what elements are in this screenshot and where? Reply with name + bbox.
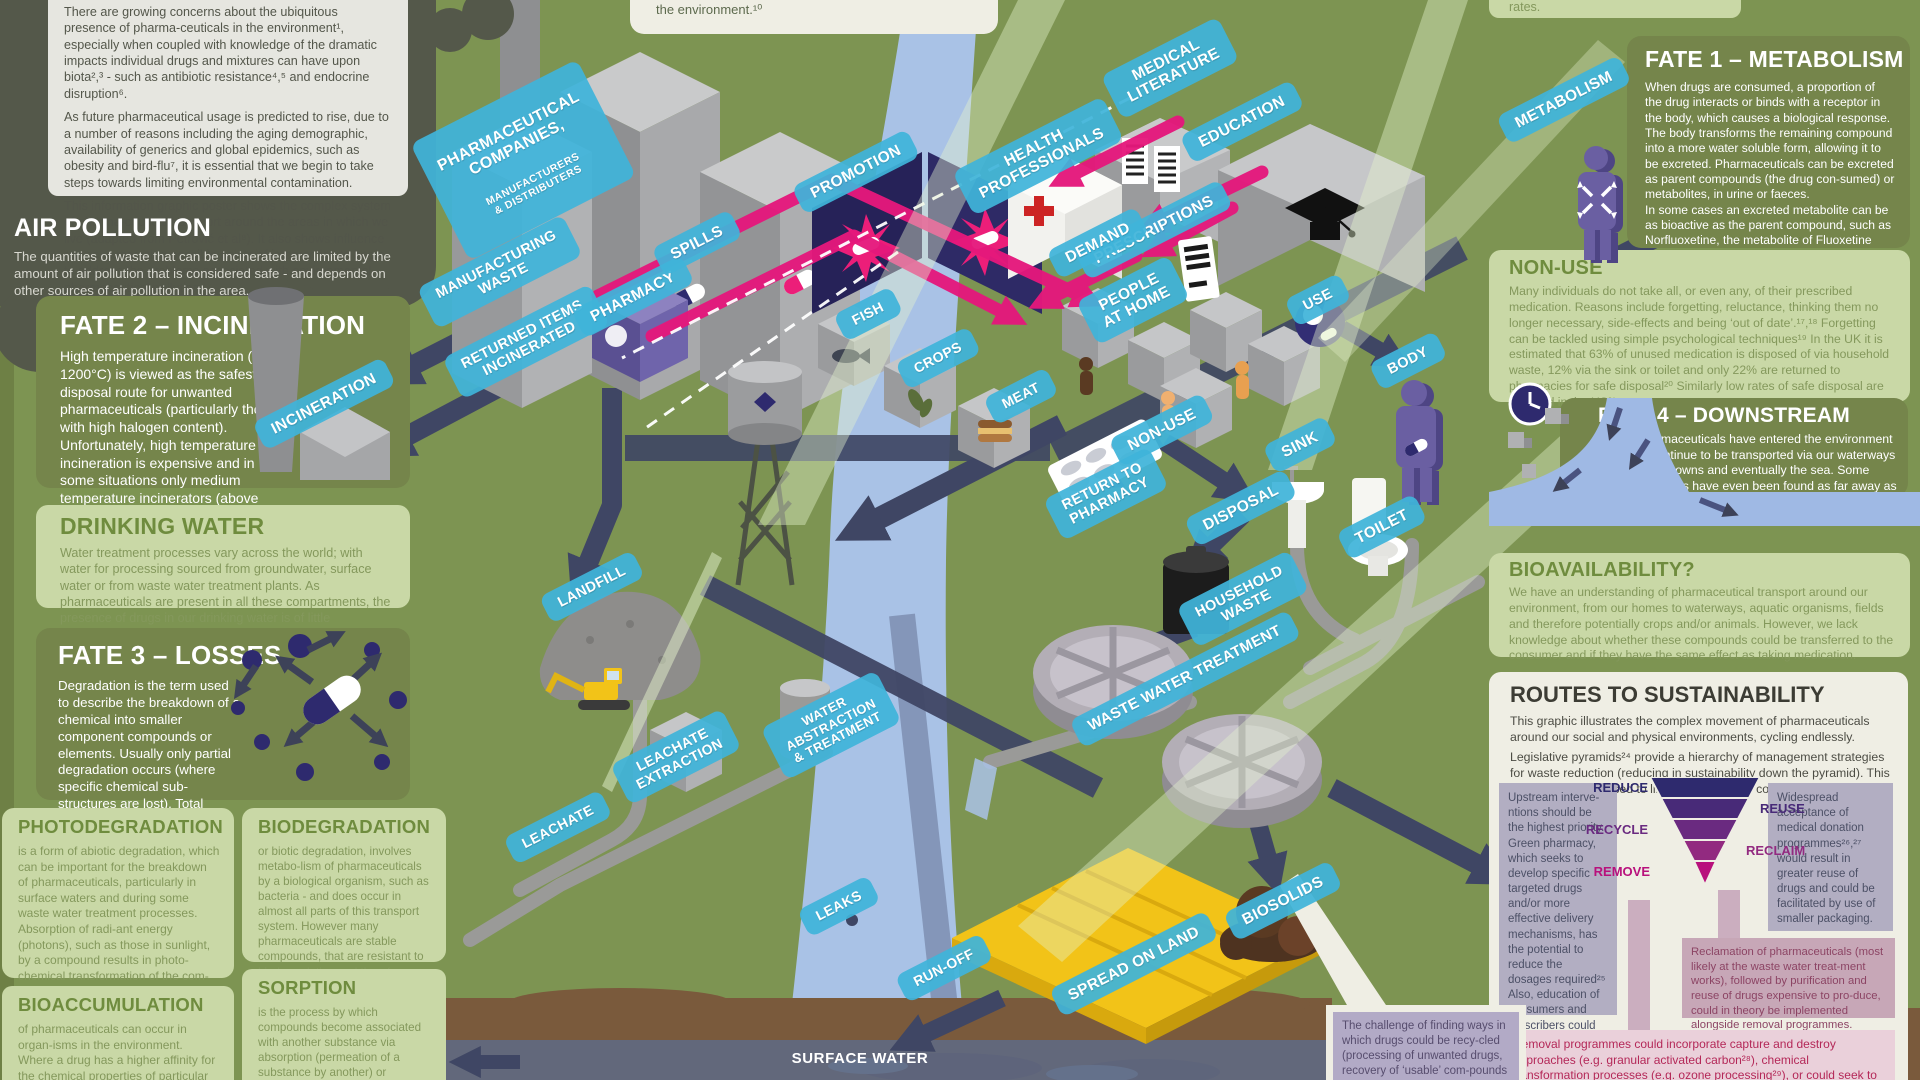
spread-field xyxy=(952,848,1322,1044)
intro-panel: There are growing concerns about the ubi… xyxy=(48,0,408,295)
fate4-body: Once pharmaceuticals have entered the en… xyxy=(1599,432,1897,509)
food-houses xyxy=(818,306,1030,468)
biodegradation-panel: BIODEGRADATION or biotic degradation, in… xyxy=(242,808,446,994)
sorption-title: SORPTION xyxy=(258,977,357,998)
top-right-fragment-text: rates. xyxy=(1509,0,1541,14)
fate3-title: FATE 3 – LOSSES xyxy=(58,640,282,670)
routes-widespread-box: Widespread acceptance of medical donatio… xyxy=(1768,783,1893,931)
routes-removal-box: Removal programmes could incorporate cap… xyxy=(1503,1030,1895,1080)
education-building xyxy=(1218,124,1425,292)
routes-upstream-box: Upstream interve-ntions should be the hi… xyxy=(1499,783,1617,1077)
top-right-fragment: rates. xyxy=(1489,0,1741,18)
sorption-body: is the process by which compounds become… xyxy=(258,1006,422,1080)
bioavailability-body: We have an understanding of pharmaceutic… xyxy=(1509,585,1894,663)
incinerator-smoke xyxy=(174,231,289,296)
photodegradation-panel: PHOTODEGRADATION is a form of abiotic de… xyxy=(2,808,234,998)
leaf-icon xyxy=(908,389,933,418)
surface-water-band xyxy=(440,1040,1332,1080)
top-center-fragment: the environment.¹⁰ xyxy=(630,0,998,34)
water-tower xyxy=(728,361,802,586)
routes-connector xyxy=(1718,890,1740,940)
fate1-title: FATE 1 – METABOLISM xyxy=(1645,46,1904,72)
biodegradation-title: BIODEGRADATION xyxy=(258,816,431,837)
air-pollution-body: The quantities of waste that can be inci… xyxy=(14,249,391,299)
intro-paragraph-2: As future pharmaceutical usage is predic… xyxy=(64,110,389,190)
fate1-panel: FATE 1 – METABOLISM When drugs are consu… xyxy=(1627,36,1910,263)
bioavailability-title: BIOAVAILABILITY? xyxy=(1509,559,1695,581)
bioaccumulation-title: BIOACCUMULATION xyxy=(18,994,204,1015)
non-use-panel: NON-USE Many individuals do not take all… xyxy=(1489,250,1910,409)
fate4-panel: FATE 4 – DOWNSTREAM Once pharmaceuticals… xyxy=(1560,398,1908,508)
routes-connector xyxy=(1628,900,1650,1030)
intro-paragraph-1: There are growing concerns about the ubi… xyxy=(64,5,377,101)
drinking-water-title: DRINKING WATER xyxy=(60,513,265,539)
routes-title: ROUTES TO SUSTAINABILITY xyxy=(1510,682,1825,707)
fate3-panel: FATE 3 – LOSSES Degradation is the term … xyxy=(36,628,410,896)
sorption-panel: SORPTION is the process by which compoun… xyxy=(242,969,446,1080)
bioavailability-panel: BIOAVAILABILITY? We have an understandin… xyxy=(1489,553,1910,662)
digger xyxy=(545,668,630,710)
fate4-title: FATE 4 – DOWNSTREAM xyxy=(1598,404,1850,427)
air-pollution-title: AIR POLLUTION xyxy=(14,214,212,242)
pipe-outflow xyxy=(965,758,997,820)
pyramid-label-reduce: REDUCE xyxy=(1593,780,1648,795)
drinking-water-panel: DRINKING WATER Water treatment processes… xyxy=(36,505,410,642)
bioaccumulation-body: of pharmaceuticals can occur in organ-is… xyxy=(18,1022,216,1080)
top-center-fragment-text: the environment.¹⁰ xyxy=(656,2,763,17)
routes-challenge-box: The challenge of finding ways in which d… xyxy=(1333,1012,1519,1080)
fate1-body: When drugs are consumed, a proportion of… xyxy=(1645,80,1895,263)
photodegradation-title: PHOTODEGRADATION xyxy=(18,816,223,837)
photodegradation-body: is a form of abiotic degradation, which … xyxy=(18,844,220,998)
intro-paragraph-3: This information graphic poster shows th… xyxy=(64,198,391,295)
body-figure xyxy=(1396,380,1443,505)
air-pollution-section: AIR POLLUTION The quantities of waste th… xyxy=(14,214,418,299)
routes-paragraph-1: This graphic illustrates the complex mov… xyxy=(1510,714,1870,744)
bioaccumulation-panel: BIOACCUMULATION of pharmaceuticals can o… xyxy=(2,986,234,1080)
non-use-title: NON-USE xyxy=(1509,257,1603,279)
pyramid-label-remove: REMOVE xyxy=(1593,864,1650,879)
pyramid-label-recycle: RECYCLE xyxy=(1585,822,1648,837)
non-use-body: Many individuals do not take all, or eve… xyxy=(1509,284,1890,410)
fate2-title: FATE 2 – INCINERATION xyxy=(60,310,366,340)
routes-reclamation-box: Reclamation of pharmaceuticals (most lik… xyxy=(1682,938,1895,1031)
pyramid-label-reuse: REUSE xyxy=(1760,801,1805,816)
tank xyxy=(1162,714,1322,828)
waste-pyramid xyxy=(1650,777,1762,888)
fate2-body: High temperature incineration (above 120… xyxy=(60,348,291,524)
burger-icon xyxy=(978,420,1012,442)
surface-water-label: SURFACE WATER xyxy=(791,1050,929,1067)
fish-icon xyxy=(832,348,870,364)
pyramid-label-reclaim: RECLAIM xyxy=(1746,843,1806,858)
